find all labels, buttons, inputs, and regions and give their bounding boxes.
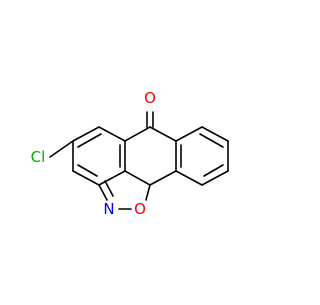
nitrogen-label: N bbox=[103, 200, 114, 218]
bond-line bbox=[77, 164, 98, 177]
bond-line bbox=[199, 133, 224, 148]
bond-line bbox=[124, 170, 151, 186]
bond-line bbox=[104, 180, 114, 197]
bond-line bbox=[124, 126, 151, 142]
bond-line bbox=[175, 126, 203, 142]
ring-oxygen-label: O bbox=[134, 200, 146, 218]
chlorine-label: Cl bbox=[31, 148, 46, 166]
bond-line bbox=[175, 170, 203, 186]
bond-line bbox=[149, 170, 177, 186]
bond-line bbox=[201, 170, 229, 186]
carbonyl-oxygen-label: O bbox=[144, 89, 156, 107]
bond-line bbox=[203, 164, 224, 177]
atom-label-layer: O O N Cl bbox=[31, 89, 156, 218]
bond-line bbox=[98, 170, 126, 186]
structure-canvas: O O N Cl bbox=[31, 89, 229, 218]
bond-line bbox=[72, 170, 100, 186]
bond-line bbox=[98, 126, 126, 142]
bond-line bbox=[145, 184, 151, 201]
bond-line bbox=[49, 140, 74, 158]
bond-line bbox=[201, 126, 229, 142]
molecule-structure: O O N Cl bbox=[31, 89, 229, 218]
bond-layer bbox=[49, 111, 229, 210]
bond-line bbox=[72, 126, 100, 142]
bond-line bbox=[98, 184, 108, 201]
bond-line bbox=[149, 126, 177, 142]
bond-line bbox=[77, 133, 102, 148]
